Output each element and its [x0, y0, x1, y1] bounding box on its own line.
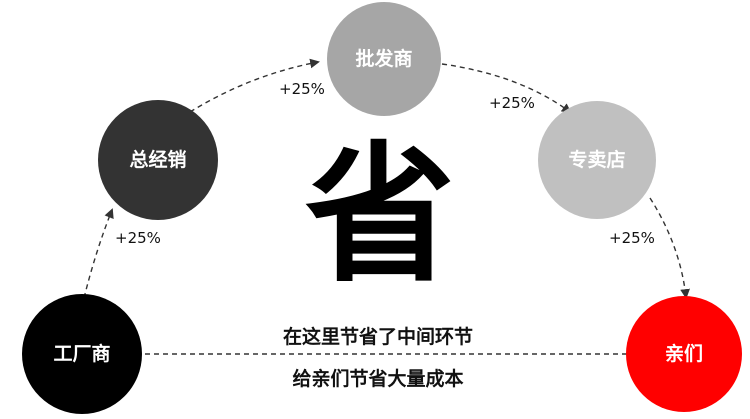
node-customer-label: 亲们	[665, 342, 703, 365]
caption-line-2: 给亲们节省大量成本	[292, 367, 463, 390]
node-wholesaler-label: 批发商	[355, 47, 412, 70]
center-save-character: 省	[305, 129, 455, 303]
node-wholesaler: 批发商	[327, 2, 441, 116]
arrow-wholesaler-to-store	[441, 63, 572, 114]
node-store: 专卖店	[538, 101, 656, 219]
node-distributor-label: 总经销	[129, 148, 186, 171]
node-customer: 亲们	[626, 296, 742, 412]
node-factory: 工厂商	[22, 294, 142, 414]
node-store-label: 专卖店	[568, 148, 625, 171]
node-factory-label: 工厂商	[53, 342, 110, 365]
node-distributor: 总经销	[98, 100, 218, 220]
markup-label-1: +25%	[115, 229, 161, 247]
markup-label-3: +25%	[489, 94, 535, 112]
arrow-factory-to-distributor	[83, 208, 114, 299]
arrow-store-to-customer	[649, 197, 690, 299]
markup-label-2: +25%	[279, 80, 325, 98]
markup-label-4: +25%	[609, 229, 655, 247]
caption-line-1: 在这里节省了中间环节	[283, 325, 473, 348]
